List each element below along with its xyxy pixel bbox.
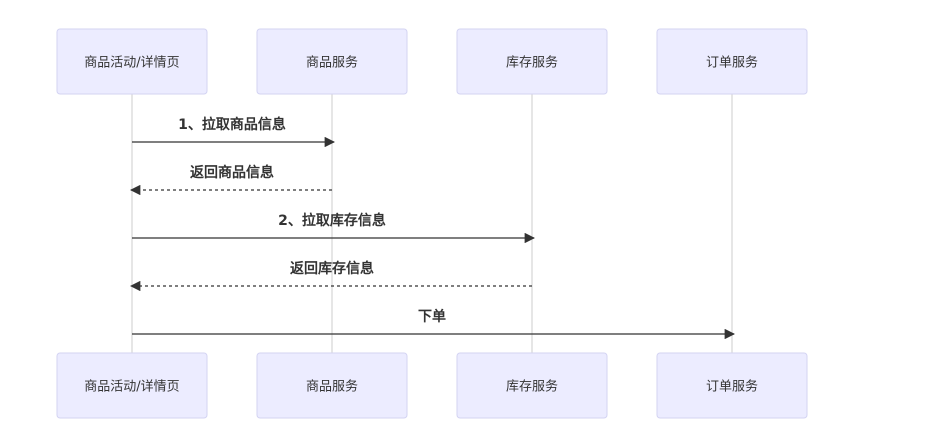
participant-bottom-p4: 订单服务 bbox=[656, 352, 808, 419]
message-label: 返回商品信息 bbox=[190, 164, 274, 181]
participant-box bbox=[256, 352, 408, 419]
participant-label: 订单服务 bbox=[706, 379, 758, 395]
participant-box bbox=[656, 28, 808, 95]
participant-box bbox=[56, 352, 208, 419]
participant-top-p2: 商品服务 bbox=[256, 28, 408, 95]
participant-bottom-p2: 商品服务 bbox=[256, 352, 408, 419]
message-2: 返回商品信息 bbox=[129, 164, 332, 196]
participant-top-p3: 库存服务 bbox=[456, 28, 608, 95]
participant-top-p1: 商品活动/详情页 bbox=[56, 28, 208, 95]
participant-label: 订单服务 bbox=[706, 55, 758, 71]
participant-box bbox=[256, 28, 408, 95]
participant-label: 库存服务 bbox=[506, 379, 558, 395]
participant-label: 库存服务 bbox=[506, 55, 558, 71]
message-3: 2、拉取库存信息 bbox=[132, 212, 536, 244]
participant-box bbox=[456, 352, 608, 419]
participant-bottom-p3: 库存服务 bbox=[456, 352, 608, 419]
participant-box bbox=[656, 352, 808, 419]
participant-bottom-p1: 商品活动/详情页 bbox=[56, 352, 208, 419]
message-label: 返回库存信息 bbox=[290, 260, 374, 277]
participant-top-p4: 订单服务 bbox=[656, 28, 808, 95]
participant-label: 商品活动/详情页 bbox=[84, 380, 179, 395]
message-5: 下单 bbox=[132, 308, 736, 340]
message-1: 1、拉取商品信息 bbox=[132, 116, 336, 148]
message-label: 下单 bbox=[418, 308, 446, 325]
participant-box bbox=[56, 28, 208, 95]
participant-box bbox=[456, 28, 608, 95]
message-label: 2、拉取库存信息 bbox=[278, 212, 386, 229]
message-4: 返回库存信息 bbox=[129, 260, 532, 292]
participant-label: 商品服务 bbox=[306, 379, 358, 395]
participant-label: 商品服务 bbox=[306, 55, 358, 71]
participant-label: 商品活动/详情页 bbox=[84, 56, 179, 71]
message-label: 1、拉取商品信息 bbox=[178, 116, 286, 133]
